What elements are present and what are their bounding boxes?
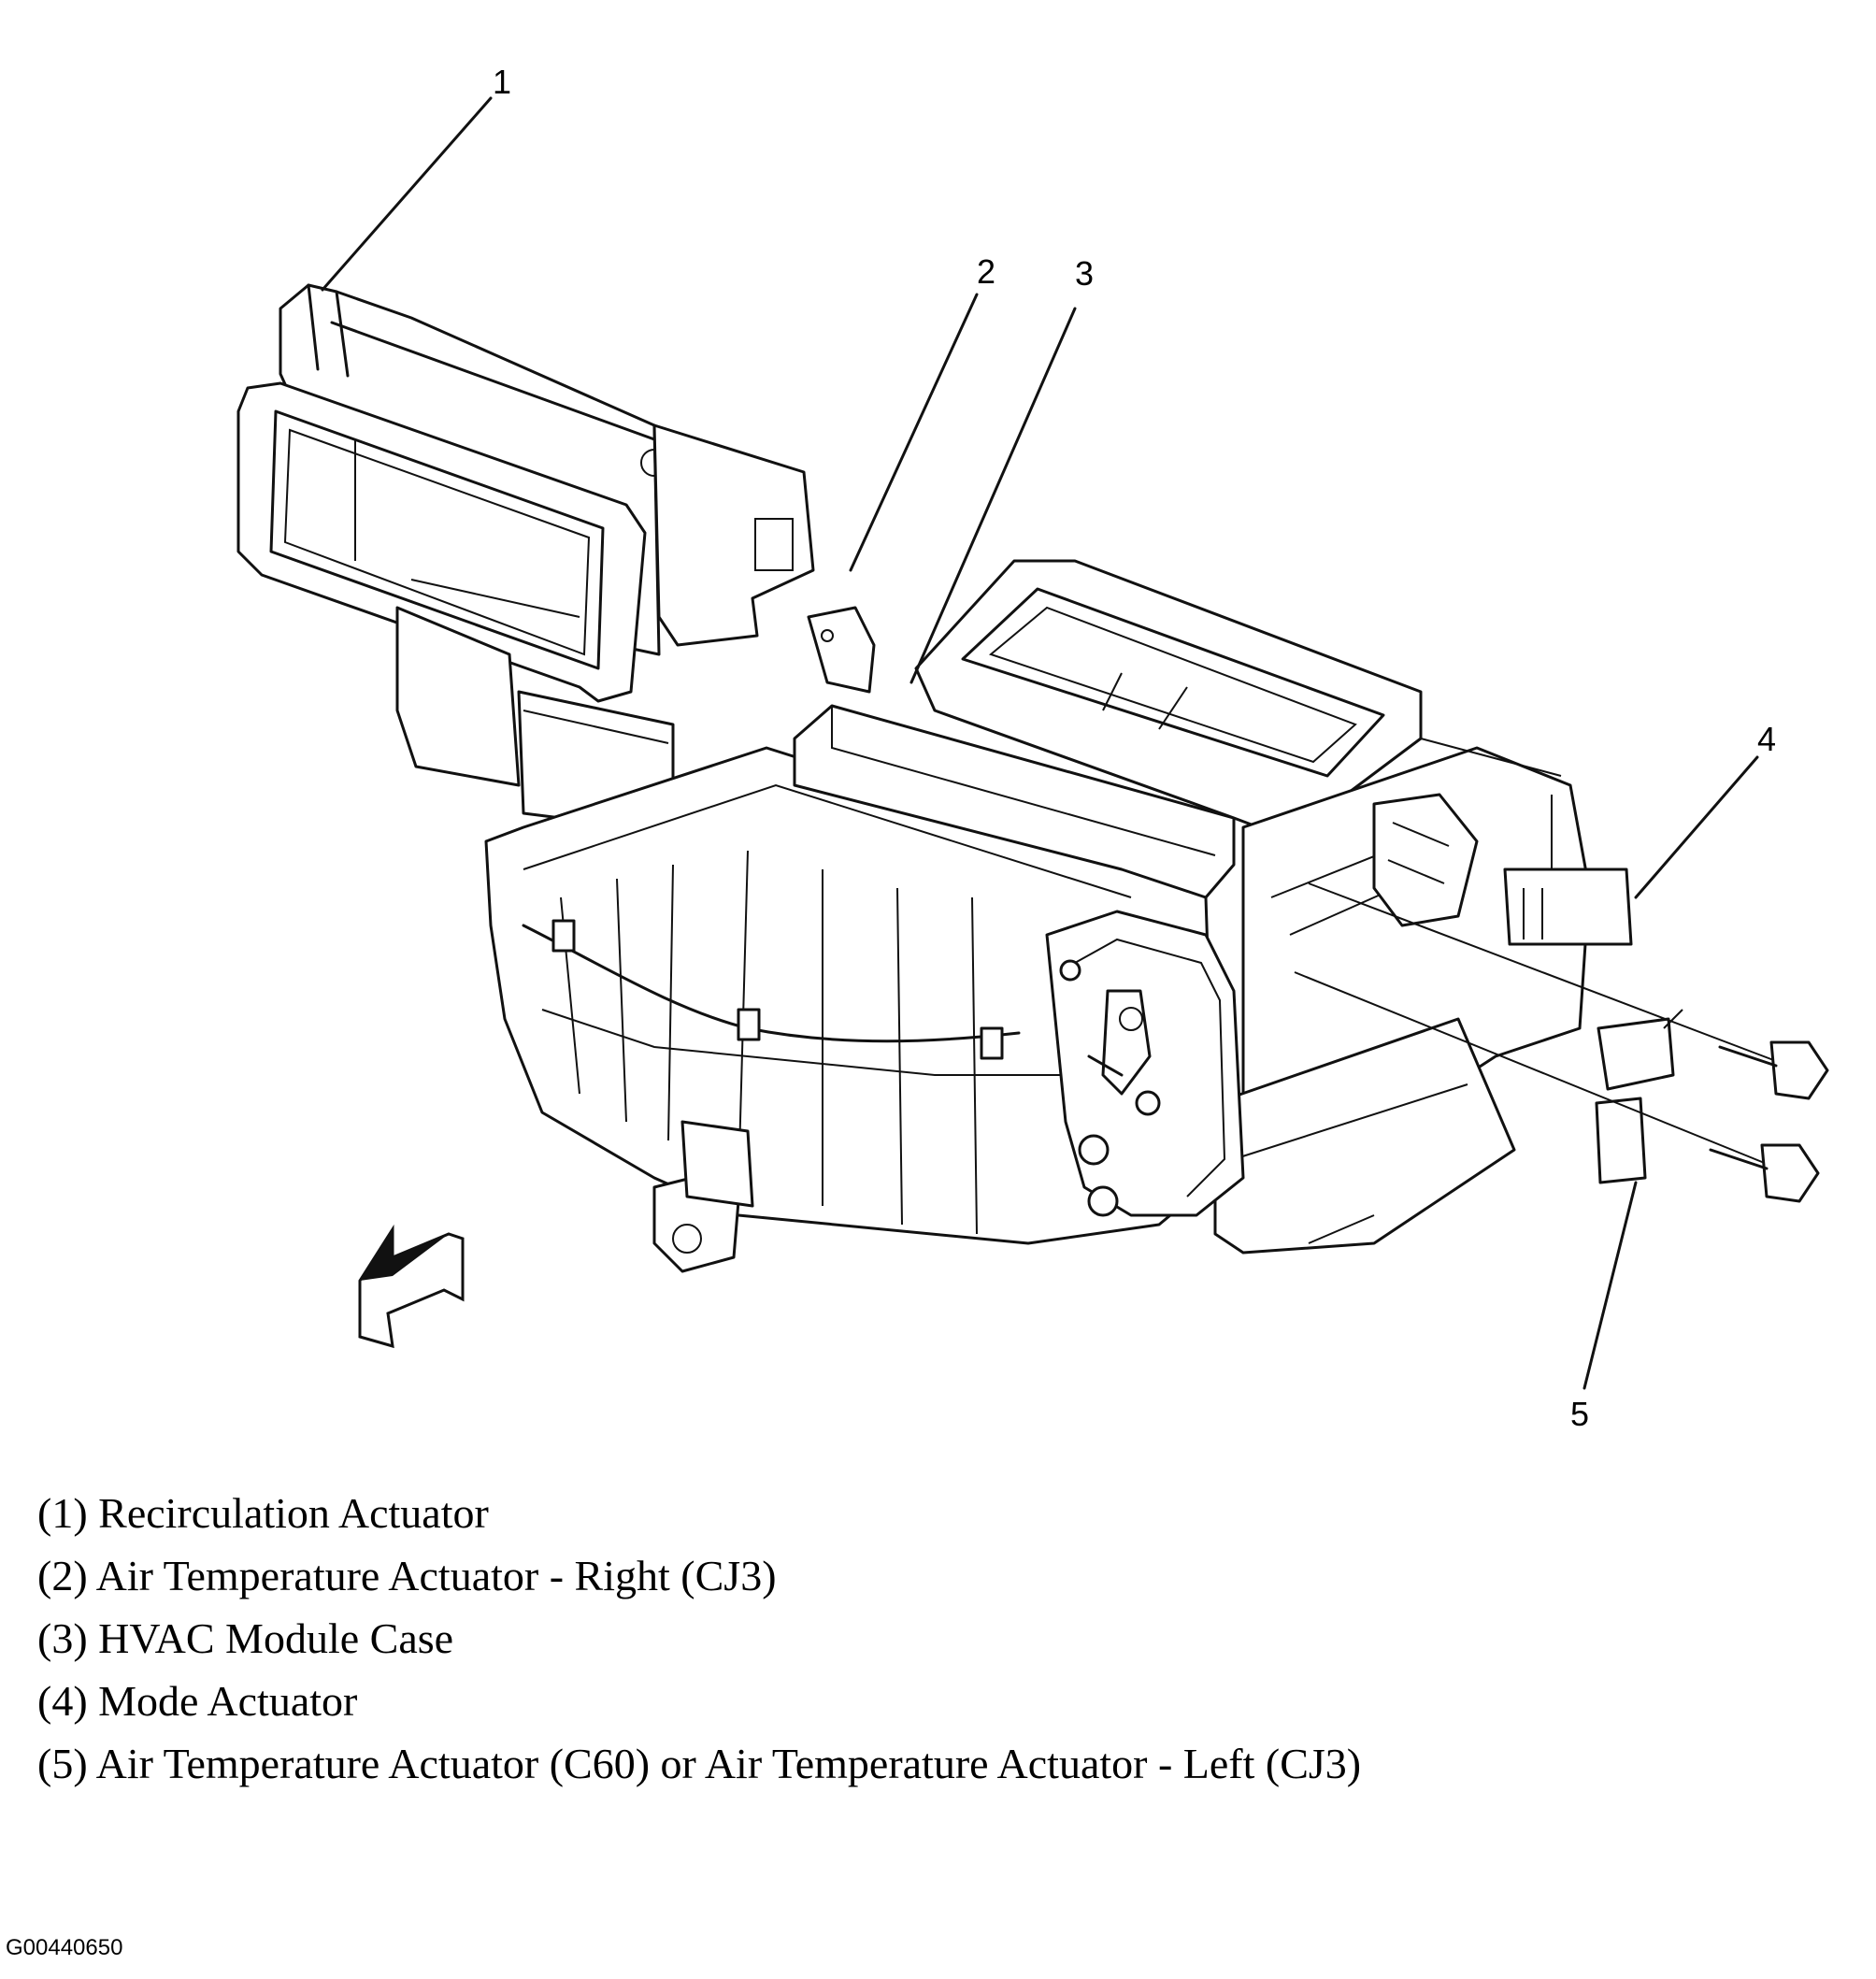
legend-item-5: (5) Air Temperature Actuator (C60) or Ai… [37, 1740, 1362, 1787]
mounting-screws [1294, 882, 1829, 1203]
front-direction-arrow-icon [358, 1224, 465, 1349]
leader-lines [321, 96, 1759, 1390]
legend-item-1: (1) Recirculation Actuator [37, 1489, 489, 1537]
legend-item-3: (3) HVAC Module Case [37, 1614, 454, 1662]
parts-legend: (1) Recirculation Actuator (2) Air Tempe… [37, 1482, 1361, 1795]
recirculation-intake-duct [236, 283, 815, 834]
hvac-module-case [484, 559, 1633, 1273]
callout-5: 5 [1570, 1395, 1589, 1433]
figure-id: G00440650 [6, 1935, 123, 1960]
callout-4: 4 [1757, 720, 1776, 758]
callout-2: 2 [977, 252, 995, 291]
legend-item-4: (4) Mode Actuator [37, 1677, 358, 1725]
callout-1: 1 [493, 63, 511, 101]
air-temperature-actuator-left [1595, 1009, 1683, 1184]
legend-item-2: (2) Air Temperature Actuator - Right (CJ… [37, 1552, 777, 1599]
callout-3: 3 [1075, 254, 1094, 293]
